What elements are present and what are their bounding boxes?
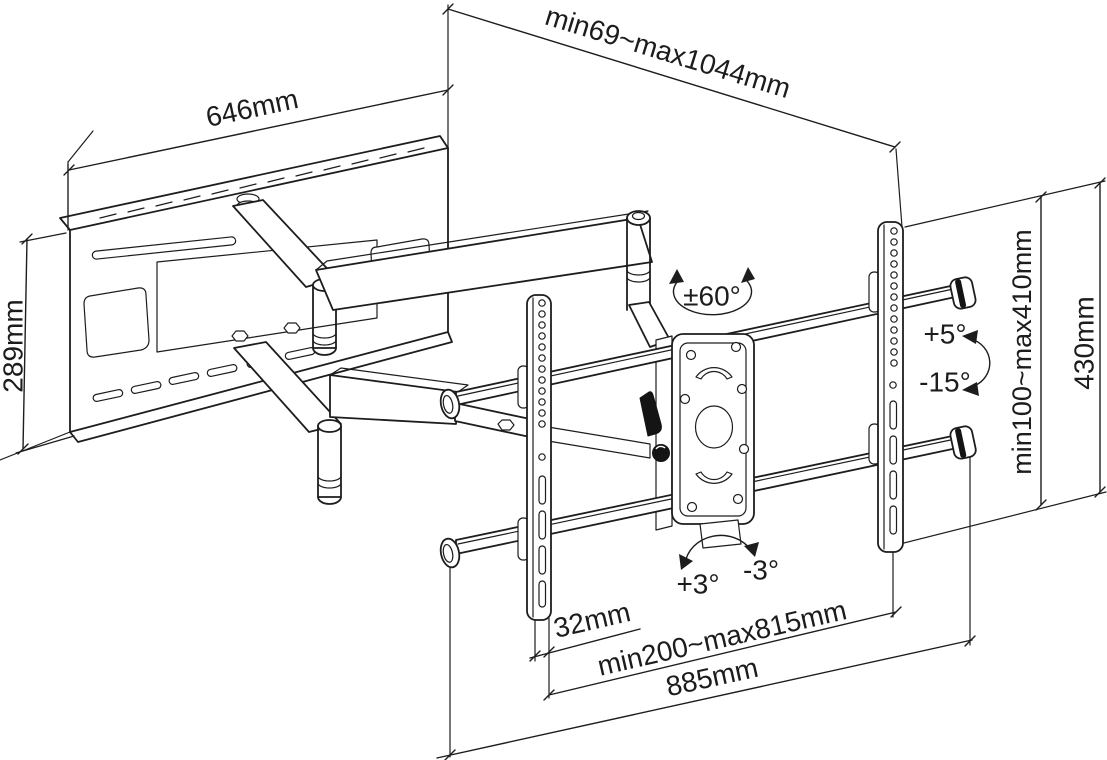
bottom-crossbar-end-cap — [949, 425, 977, 460]
swivel-arrow-right-icon — [741, 267, 755, 283]
dim-wall-plate-height-label: 289mm — [0, 299, 29, 392]
vesa-swivel-pivot — [626, 210, 671, 348]
left-bracket-holes — [538, 299, 547, 608]
lower-arm-to-vesa-link — [454, 402, 651, 459]
vesa-screw-holes — [679, 341, 750, 513]
vesa-bottom-slot — [695, 471, 733, 484]
swivel-arrow-left-icon — [669, 269, 684, 284]
level-arrow-right-icon — [744, 542, 759, 557]
wall-plate-left-cutout — [83, 287, 150, 358]
wall-plate-top-slat — [91, 236, 237, 260]
top-crossbar-end-cap — [949, 276, 977, 310]
wall-plate-top-slots — [99, 147, 425, 219]
vesa-lower-tab — [699, 519, 742, 549]
tilt-arrow-down-icon — [962, 382, 979, 396]
vesa-plate — [671, 333, 755, 549]
annotation-swivel-range-label: ±60° — [683, 281, 741, 312]
wall-plate-bottom-slots — [92, 346, 316, 403]
right-bracket-holes — [889, 227, 898, 535]
level-arrow-left-icon — [679, 554, 693, 570]
dim-extension-range-label: min69~max1044mm — [542, 0, 794, 104]
wall-plate-bolts — [231, 322, 301, 342]
vesa-tilt-bracket — [655, 335, 673, 531]
dim-wall-plate-width-label: 646mm — [203, 83, 301, 133]
dim-bracket-height-label: 430mm — [1069, 296, 1100, 389]
dim-vesa-vertical-range-label: min100~max410mm — [1007, 229, 1037, 474]
vesa-center-hole — [694, 405, 734, 449]
upper-arm-outer-segment — [315, 217, 653, 311]
dim-vesa-vertical-range: min100~max410mm — [1007, 191, 1047, 511]
annotation-tilt-up-label: +5° — [923, 319, 966, 350]
tilt-arrow-up-icon — [962, 330, 978, 344]
annotation-swivel-range: ±60° — [669, 267, 755, 316]
dim-rail-overhang-label: 32mm — [551, 596, 634, 644]
tilt-tension-lever — [639, 391, 670, 462]
vesa-top-slot — [695, 367, 733, 380]
dim-bracket-height: 430mm — [1069, 177, 1106, 498]
lower-elbow-pivot — [317, 419, 342, 505]
annotation-tilt-range: +5° -15° — [919, 319, 991, 398]
extension-lines — [15, 4, 1107, 758]
dim-extension-range: min69~max1044mm — [442, 0, 901, 153]
annotation-level-adjust: +3° -3° — [676, 534, 779, 600]
annotation-level-plus-label: +3° — [676, 569, 719, 600]
dim-wall-plate-height: 289mm — [0, 233, 33, 455]
annotation-level-minus-label: -3° — [743, 555, 779, 586]
wall-lines — [0, 130, 94, 461]
annotation-tilt-down-label: -15° — [919, 367, 971, 398]
lower-arm — [233, 341, 651, 505]
left-tv-bracket — [517, 294, 552, 621]
right-tv-bracket — [868, 221, 904, 553]
lower-arm-outer-segment — [329, 374, 459, 425]
upper-arm — [232, 193, 671, 356]
